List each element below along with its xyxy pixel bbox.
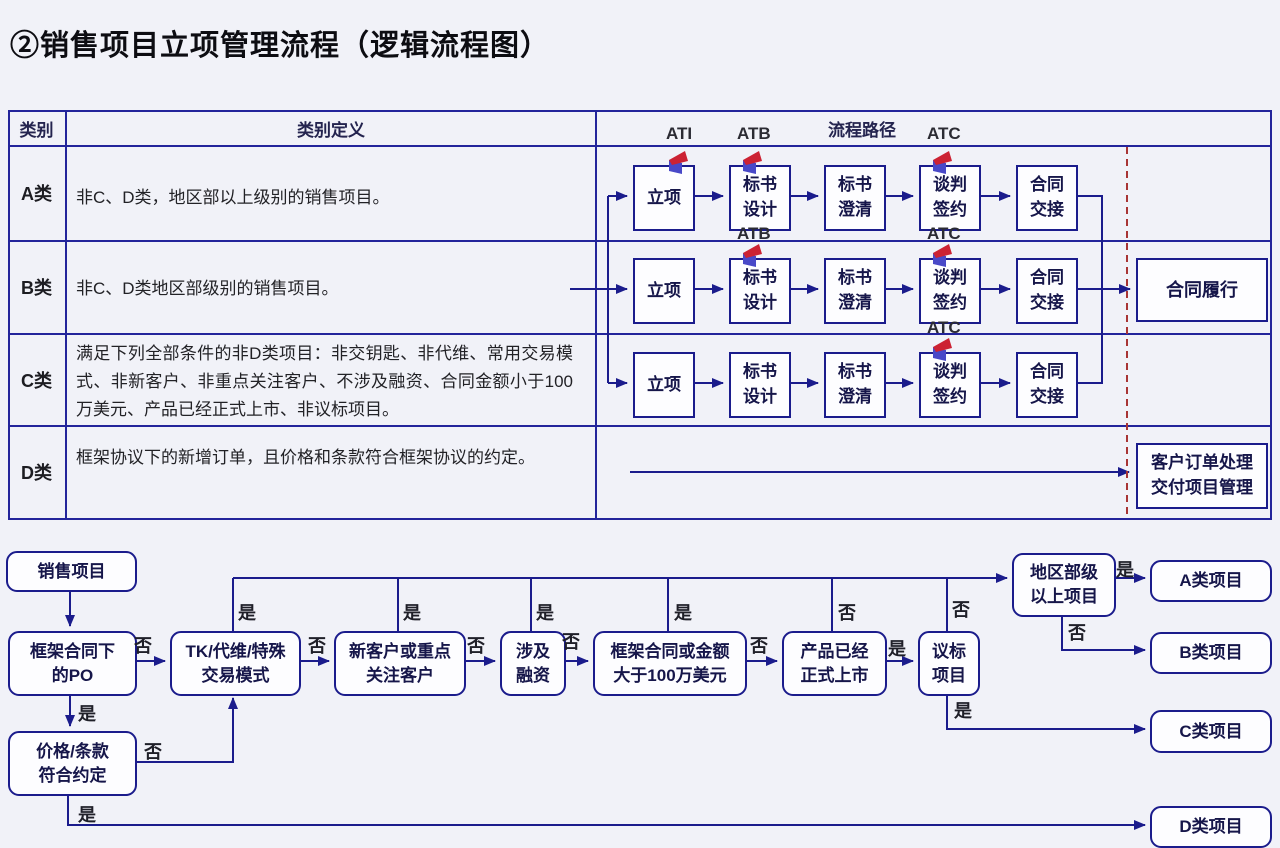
branch-label-no-bid-up: 否 <box>952 600 970 620</box>
flow-box-bid-clarification-row-b: 标书 澄清 <box>824 258 886 324</box>
header-process-path: 流程路径 <box>828 120 896 140</box>
category-d: D类 <box>21 463 52 483</box>
table-border-right <box>1270 110 1272 520</box>
branch-label-no-frame-to-product: 否 <box>750 636 768 656</box>
category-c: C类 <box>21 370 52 391</box>
branch-label-no-product-up: 否 <box>838 603 856 623</box>
flow-box-negotiation-signing-row-b: 谈判 签约 <box>919 258 981 324</box>
flow-box-negotiation-signing-row-a: 谈判 签约 <box>919 165 981 231</box>
branch-label-yes-po-down: 是 <box>78 704 96 724</box>
node-frame-contract-or-amount: 框架合同或金额 大于100万美元 <box>593 631 747 696</box>
flow-box-negotiation-signing-row-c: 谈判 签约 <box>919 352 981 418</box>
flow-box-contract-handover-row-a: 合同 交接 <box>1016 165 1078 231</box>
branch-label-yes-financing-up: 是 <box>536 603 554 623</box>
header-definition: 类别定义 <box>297 120 365 140</box>
milestone-flag-icon-bid-design-a <box>743 151 762 174</box>
flow-box-contract-fulfillment: 合同履行 <box>1136 258 1268 322</box>
category-a: A类 <box>21 184 52 204</box>
milestone-flag-icon-initiation-a <box>669 151 688 174</box>
column-divider-category <box>65 110 67 520</box>
milestone-label-atc-row-a: ATC <box>927 124 961 143</box>
flow-box-bid-design-row-c: 标书 设计 <box>729 352 791 418</box>
definition-b: 非C、D类地区部级别的销售项目。 <box>76 279 339 298</box>
branch-label-no-customer-to-financing: 否 <box>467 636 485 656</box>
node-class-b-project: B类项目 <box>1150 632 1272 674</box>
table-header-divider <box>8 145 1272 147</box>
branch-label-yes-tk-up: 是 <box>238 603 256 623</box>
node-price-terms-match: 价格/条款 符合约定 <box>8 731 137 796</box>
node-negotiated-bid-project: 议标 项目 <box>918 631 980 696</box>
flow-box-bid-clarification-row-c: 标书 澄清 <box>824 352 886 418</box>
branch-label-no-region-to-b: 否 <box>1068 623 1086 643</box>
flow-box-bid-design-row-b: 标书 设计 <box>729 258 791 324</box>
row-divider-c-d <box>8 425 1272 427</box>
branch-label-no-po-to-tk: 否 <box>134 636 152 656</box>
milestone-flag-icon-negotiation-a <box>933 151 952 174</box>
branch-label-yes-frame-up: 是 <box>674 603 692 623</box>
row-divider-a-b <box>8 240 1272 242</box>
definition-c: 满足下列全部条件的非D类项目：非交钥匙、非代维、常用交易模式、非新客户、非重点关… <box>76 344 573 419</box>
milestone-label-atc-row-c: ATC <box>927 318 961 337</box>
definition-a: 非C、D类，地区部以上级别的销售项目。 <box>76 188 390 207</box>
table-border-top <box>8 110 1272 112</box>
node-involves-financing: 涉及 融资 <box>500 631 566 696</box>
milestone-flag-icon-bid-design-b <box>743 244 762 267</box>
node-class-c-project: C类项目 <box>1150 710 1272 753</box>
flow-box-bid-clarification-row-a: 标书 澄清 <box>824 165 886 231</box>
milestone-label-atb-row-b: ATB <box>737 224 771 243</box>
table-border-bottom <box>8 518 1272 520</box>
milestone-label-ati-row-a: ATI <box>665 124 693 143</box>
row-divider-b-c <box>8 333 1272 335</box>
milestone-label-atc-row-b: ATC <box>927 224 961 243</box>
node-region-level-above: 地区部级 以上项目 <box>1012 553 1116 617</box>
flow-box-initiation-row-b: 立项 <box>633 258 695 324</box>
page-title: ②销售项目立项管理流程（逻辑流程图） <box>10 30 551 62</box>
branch-label-no-tk-to-customer: 否 <box>308 636 326 656</box>
node-new-or-key-customer: 新客户或重点 关注客户 <box>334 631 466 696</box>
node-tk-special-trade-mode: TK/代维/特殊 交易模式 <box>170 631 301 696</box>
category-b: B类 <box>21 278 52 298</box>
node-sales-project: 销售项目 <box>6 551 137 592</box>
flow-box-order-processing: 客户订单处理 交付项目管理 <box>1136 443 1268 509</box>
node-product-launched: 产品已经 正式上市 <box>782 631 887 696</box>
flow-box-contract-handover-row-c: 合同 交接 <box>1016 352 1078 418</box>
flow-box-initiation-row-c: 立项 <box>633 352 695 418</box>
branch-label-yes-bid-down: 是 <box>954 701 972 721</box>
header-category: 类别 <box>19 120 54 140</box>
flow-box-contract-handover-row-b: 合同 交接 <box>1016 258 1078 324</box>
column-divider-definition <box>595 110 597 520</box>
node-po-under-frame-contract: 框架合同下 的PO <box>8 631 137 696</box>
milestone-flag-icon-negotiation-b <box>933 244 952 267</box>
branch-label-yes-product-to-bid: 是 <box>888 639 906 659</box>
milestone-flag-icon-negotiation-c <box>933 338 952 361</box>
flow-box-bid-design-row-a: 标书 设计 <box>729 165 791 231</box>
flow-box-initiation-row-a: 立项 <box>633 165 695 231</box>
definition-d: 框架协议下的新增订单，且价格和条款符合框架协议的约定。 <box>76 448 535 467</box>
branch-label-yes-region-to-a: 是 <box>1116 560 1134 580</box>
branch-label-no-price-right: 否 <box>144 742 162 762</box>
branch-label-no-financing-to-frame: 否 <box>562 632 580 652</box>
table-border-left <box>8 110 10 520</box>
node-class-d-project: D类项目 <box>1150 806 1272 848</box>
branch-label-yes-price-down: 是 <box>78 805 96 825</box>
branch-label-yes-customer-up: 是 <box>403 603 421 623</box>
milestone-label-atb-row-a: ATB <box>737 124 771 143</box>
node-class-a-project: A类项目 <box>1150 560 1272 602</box>
